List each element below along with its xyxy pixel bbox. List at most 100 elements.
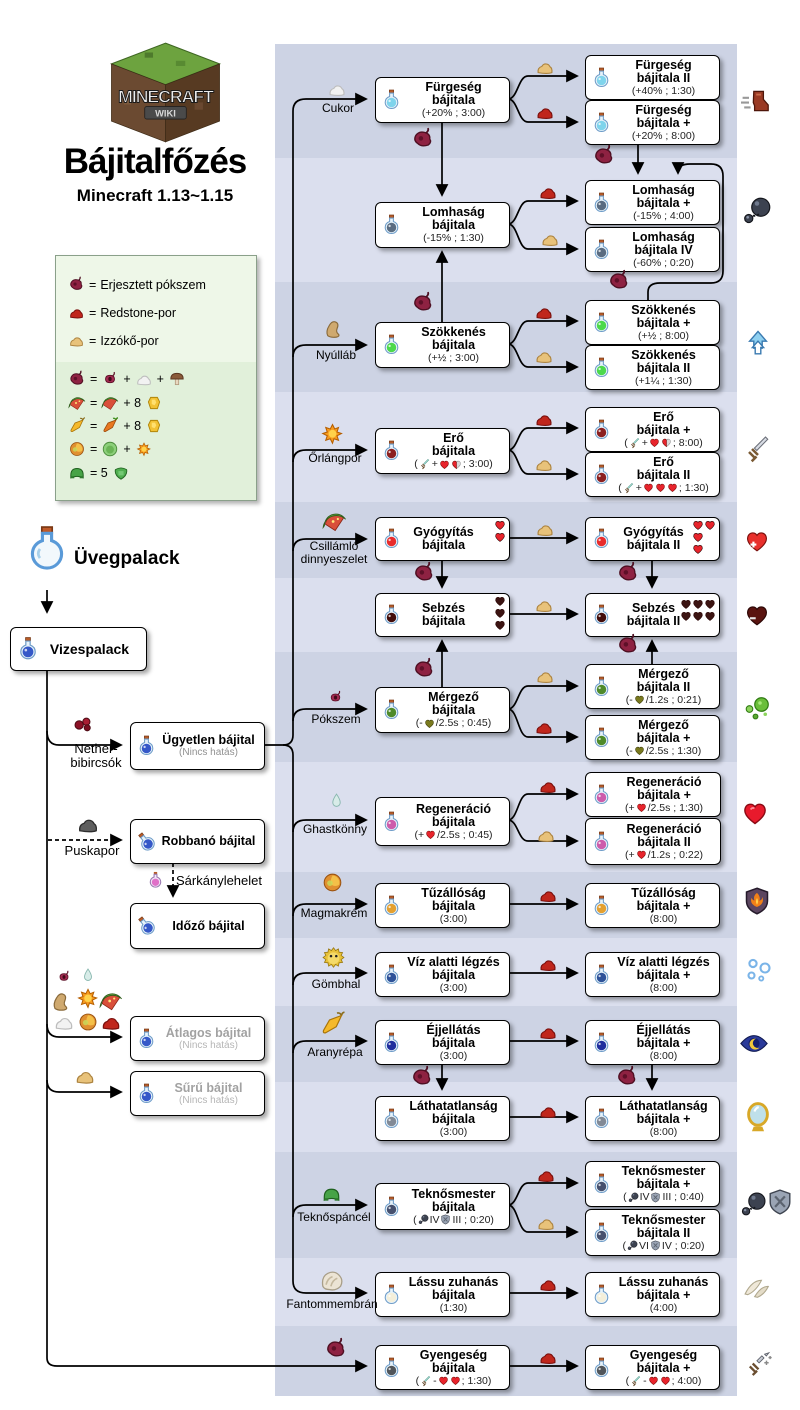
- node-title: Erő: [653, 454, 674, 469]
- potion-bottle-icon: [591, 1284, 612, 1305]
- text-token: (8:00): [649, 981, 678, 994]
- node-title: bájitala: [431, 703, 476, 717]
- ghast-tear-icon: [80, 967, 96, 983]
- label-line: Aranyrépa: [307, 1045, 363, 1059]
- node-title: Lássu zuhanás: [618, 1274, 709, 1289]
- damage-effect-icon: [744, 602, 770, 628]
- redstone-icon: [534, 409, 554, 429]
- node-subtitle: (3:00): [398, 913, 509, 925]
- label-line: Magmakrém: [300, 906, 368, 920]
- slimeball-icon: [101, 440, 119, 458]
- jump-effect-icon: [744, 330, 772, 358]
- label-line: Ghastkönny: [302, 822, 368, 836]
- shield-effect-icon: [766, 1188, 794, 1216]
- node-subtitle: (3:00): [398, 1050, 509, 1062]
- node-subtitle: ( IV III ; 0:20): [398, 1214, 509, 1226]
- text-token: IV ; 0:20): [661, 1239, 705, 1252]
- node-title: Gyógyítás: [413, 525, 474, 539]
- heart-icon: [692, 543, 704, 555]
- potion-bottle-icon: [136, 1028, 157, 1049]
- glowstone-icon: [536, 825, 556, 845]
- heart-icon: [649, 437, 660, 448]
- heart-icon: [667, 482, 678, 493]
- text-token: /2.5s ; 0:45): [437, 828, 493, 841]
- text-token: =: [90, 372, 98, 386]
- phantom-membrane-icon: [318, 1267, 347, 1296]
- flow-arrow: [507, 98, 579, 129]
- heart-icon: [636, 849, 647, 860]
- text-token: (-60% ; 0:20): [633, 256, 694, 269]
- text-token: (: [624, 436, 628, 449]
- node-title: Regeneráció: [415, 801, 492, 816]
- text-token: (+: [624, 801, 635, 814]
- node-title: Gyengeség: [419, 1347, 488, 1362]
- scute-icon: [112, 464, 130, 482]
- node-atlagos-bajital: Átlagos bájital(Nincs hatás): [130, 1016, 265, 1061]
- legend-recipe-row: =+ 8: [68, 417, 163, 435]
- text-token: (+20% ; 8:00): [631, 129, 696, 142]
- potion-bottle-icon: [591, 676, 612, 697]
- heart-icon: [439, 459, 450, 470]
- label-line: Nyúlláb: [315, 348, 357, 362]
- heart-icon: [636, 802, 647, 813]
- invis-effect-icon: [745, 1102, 771, 1134]
- flow-arrow: [282, 744, 368, 1300]
- potion-bottle-icon: [591, 1032, 612, 1053]
- legend-def-label: Redstone-por: [100, 305, 177, 320]
- node-subtitle: (+½ ; 8:00): [608, 330, 719, 342]
- label-magmakrem: Magmakrém: [296, 907, 372, 920]
- text-token: VI: [638, 1239, 649, 1252]
- weakness-effect-icon: [744, 1349, 773, 1378]
- shieldmini-icon: [650, 1192, 661, 1203]
- heart-icon: [648, 1375, 659, 1386]
- text-token: /1.2s ; 0:21): [645, 693, 702, 706]
- text-token: (: [623, 1191, 627, 1203]
- legend-box: = Erjesztett pókszem = Redstone-por = Iz…: [55, 255, 257, 501]
- node-note: (Nincs hatás): [179, 1039, 238, 1051]
- text-token: (3:00): [439, 1049, 468, 1062]
- node-title: bájitala +: [636, 730, 691, 745]
- node-title: bájitala IV: [634, 242, 693, 257]
- fermented-spider-eye-icon: [410, 1065, 434, 1089]
- potion-bottle-icon: [136, 1083, 157, 1104]
- text-token: (-15% ; 4:00): [633, 209, 694, 222]
- fermented-spider-eye-icon: [607, 269, 631, 293]
- label-line: Csillámló: [309, 539, 359, 553]
- potion-bottle-icon: [381, 1357, 402, 1378]
- fermented-spider-eye-icon: [592, 144, 616, 168]
- flow-arrow: [292, 1034, 368, 1054]
- flow-arrow: [292, 338, 368, 358]
- heart-icon: [494, 519, 506, 531]
- glass-bottle-label: Üvegpalack: [74, 548, 180, 569]
- node-subtitle: (+½ ; 3:00): [398, 352, 509, 364]
- flow-arrow: [292, 443, 368, 463]
- slowness-effect-icon: [742, 196, 772, 226]
- node-ugyetlen-bajital: Ügyetlen bájital(Nincs hatás): [130, 722, 265, 770]
- text-token: (+½ ; 8:00): [637, 329, 690, 342]
- flow-arrow: [507, 679, 579, 710]
- sugar-icon: [135, 370, 153, 388]
- node-title: Tűzállóság: [631, 885, 696, 900]
- poison-effect-icon: [742, 694, 772, 724]
- label-line: Fantommembrán: [286, 1297, 378, 1311]
- heart-icon: [494, 595, 506, 607]
- redstone-icon: [535, 102, 555, 122]
- health-effect-icon: [744, 528, 770, 554]
- text-token: /2.5s ; 1:30): [645, 744, 702, 757]
- node-title: Sebzés: [421, 601, 466, 615]
- carrot-icon: [101, 417, 119, 435]
- label-cukor: Cukor: [306, 102, 370, 115]
- redstone-icon: [538, 776, 558, 796]
- node-subtitle: (-/2.5s ; 0:45): [398, 717, 509, 729]
